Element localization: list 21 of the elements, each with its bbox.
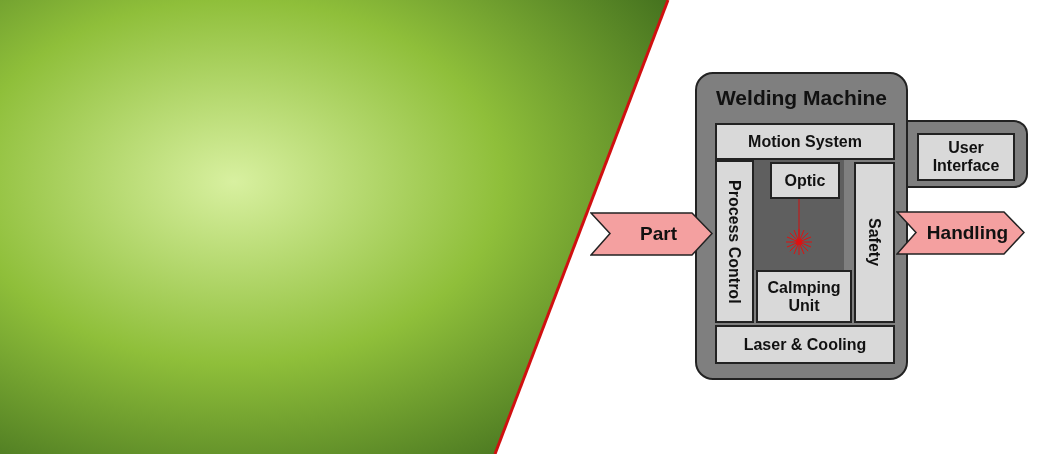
machine-housing (695, 72, 908, 380)
chevron-tag (590, 212, 713, 256)
module-box (756, 270, 852, 323)
machine-title: Welding Machine (715, 86, 888, 110)
interface-housing (908, 120, 1028, 188)
chevron-label: Part (639, 223, 677, 245)
module-box (715, 123, 895, 160)
module-box (770, 162, 840, 199)
module-label: User Interface (931, 139, 1001, 175)
module-box (917, 133, 1015, 181)
module-label: Optic (784, 171, 826, 190)
module-label: Process Control (725, 179, 744, 304)
module-label: Calmping Unit (766, 278, 842, 315)
chevron-tag (896, 211, 1025, 255)
module-box (854, 162, 895, 323)
module-label: Laser & Cooling (743, 335, 867, 354)
module-box (715, 160, 754, 323)
chevron-label: Handling (925, 222, 1009, 244)
module-label: Safety (865, 218, 884, 267)
module-label: Motion System (748, 132, 862, 151)
module-box (715, 325, 895, 364)
